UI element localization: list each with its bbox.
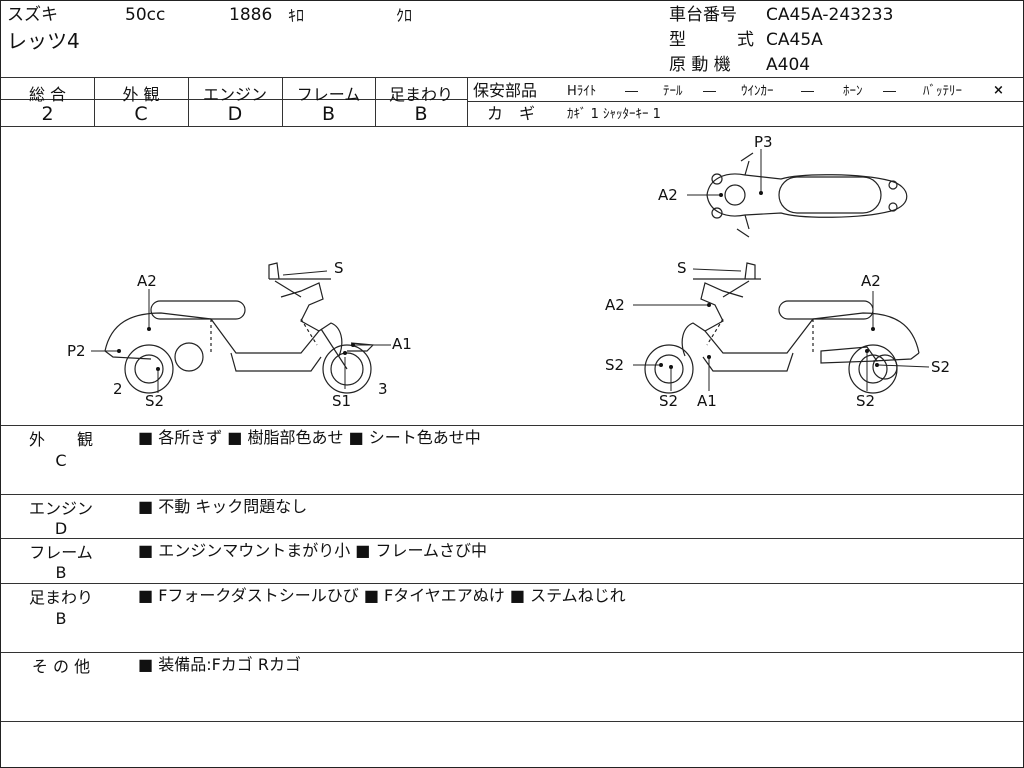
left-label-s2: S2: [145, 392, 164, 410]
safety-status-tail: ―: [703, 84, 716, 99]
divider: [1, 583, 1023, 584]
left-label-3: 3: [378, 380, 388, 398]
safety-item-battery: ﾊﾞｯﾃﾘｰ: [923, 84, 962, 99]
section-text: ■ エンジンマウントまがり小 ■ フレームさび中: [138, 541, 488, 560]
divider: [1, 425, 1023, 426]
safety-item-horn: ﾎｰﾝ: [843, 84, 863, 99]
safety-status-battery: ×: [993, 83, 1004, 98]
divider: [375, 77, 376, 126]
maker: スズキ: [7, 5, 58, 25]
frame-no: CA45A-243233: [766, 5, 894, 25]
top-label-p3: P3: [754, 133, 773, 151]
safety-item-tail: ﾃｰﾙ: [663, 84, 683, 99]
section-grade: B: [55, 563, 67, 582]
section-label: 外 観: [28, 430, 93, 449]
divider: [1, 77, 1023, 78]
divider: [1, 99, 467, 100]
divider: [1, 652, 1023, 653]
safety-label: 保安部品: [473, 81, 538, 100]
grade-value-frame: B: [321, 103, 336, 125]
section-grade: D: [54, 519, 68, 538]
grade-value-suspension: B: [414, 103, 428, 125]
divider: [467, 101, 1023, 102]
divider: [467, 77, 468, 126]
grade-header-engine: エンジン: [202, 85, 267, 104]
grade-header-appearance: 外 観: [122, 85, 160, 104]
grade-header-suspension: 足まわり: [388, 85, 453, 104]
right-label-s2-wheel: S2: [659, 392, 678, 410]
key-value: ｶｷﾞ 1 ｼｬｯﾀｰｷｰ 1: [567, 107, 661, 122]
scooter-top-view: [706, 152, 908, 238]
left-label-a1: A1: [392, 335, 412, 353]
type-label-1: 型: [669, 30, 686, 50]
section-label: フレーム: [29, 543, 93, 562]
safety-status-horn: ―: [883, 84, 896, 99]
left-label-s1: S1: [332, 392, 351, 410]
section-text: ■ 不動 キック問題なし: [138, 497, 308, 516]
safety-item-headlight: Hﾗｲﾄ: [567, 84, 597, 99]
safety-item-winker: ｳｲﾝｶｰ: [741, 84, 774, 99]
engine-value: A404: [766, 55, 811, 75]
mileage-unit: ｷﾛ: [288, 6, 305, 25]
divider: [188, 77, 189, 126]
right-label-a1: A1: [697, 392, 717, 410]
section-label: 足まわり: [28, 588, 93, 607]
section-text: ■ Fフォークダストシールひび ■ Fタイヤエアぬけ ■ ステムねじれ: [138, 586, 626, 605]
grade-header-frame: フレーム: [296, 85, 361, 104]
left-label-p2: P2: [67, 342, 86, 360]
grade-value-appearance: C: [134, 103, 148, 125]
right-label-s: S: [677, 259, 687, 277]
divider: [282, 77, 283, 126]
left-label-s: S: [334, 259, 344, 277]
section-label: そ の 他: [31, 657, 91, 676]
section-text: ■ 各所きず ■ 樹脂部色あせ ■ シート色あせ中: [138, 428, 481, 447]
top-label-a2: A2: [658, 186, 678, 204]
grade-value-engine: D: [227, 103, 243, 125]
divider: [1, 494, 1023, 495]
grade-value-overall: 2: [41, 103, 54, 125]
safety-status-winker: ―: [801, 84, 814, 99]
scooter-right-view: [644, 262, 920, 394]
section-grade: C: [55, 451, 67, 470]
right-label-s2-rear: S2: [931, 358, 950, 376]
left-label-2: 2: [113, 380, 123, 398]
displacement: 50cc: [125, 5, 166, 25]
section-grade: B: [55, 609, 67, 628]
section-label: エンジン: [28, 499, 93, 518]
divider: [1, 721, 1023, 722]
model-name: レッツ4: [7, 29, 80, 53]
mileage: 1886: [229, 5, 273, 25]
type-value: CA45A: [766, 30, 823, 50]
right-label-s2-bottom: S2: [856, 392, 875, 410]
divider: [94, 77, 95, 126]
right-label-a2-rear: A2: [861, 272, 881, 290]
damage-diagram: A2 P2 2 S2 S A1 S1 3 P3 A2 S A2 A2 S2 S2…: [67, 133, 950, 410]
divider: [1, 538, 1023, 539]
frame-no-label: 車台番号: [669, 5, 737, 25]
right-label-s2-front: S2: [605, 356, 624, 374]
engine-label: 原 動 機: [669, 55, 731, 75]
type-label-2: 式: [737, 30, 754, 50]
divider: [1, 126, 1023, 127]
color: ｸﾛ: [396, 6, 413, 25]
key-label: カ ギ: [487, 104, 536, 123]
safety-status-headlight: ―: [625, 84, 638, 99]
left-label-a2: A2: [137, 272, 157, 290]
section-text: ■ 装備品:Fカゴ Rカゴ: [138, 655, 302, 674]
grade-header-overall: 総 合: [28, 85, 67, 104]
right-label-a2-front: A2: [605, 296, 625, 314]
scooter-left-view: [104, 262, 375, 394]
